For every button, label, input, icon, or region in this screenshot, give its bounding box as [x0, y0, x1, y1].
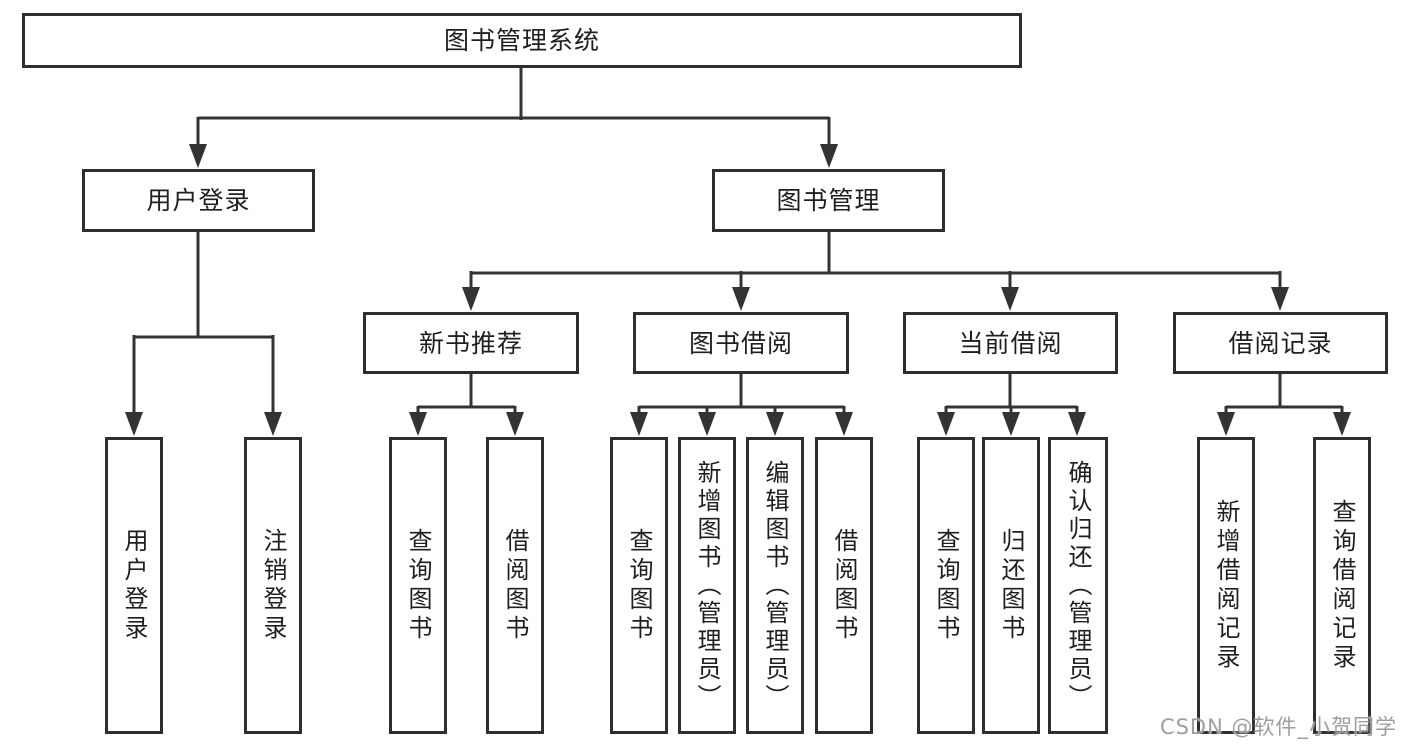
- node-label: 新书推荐: [418, 328, 523, 358]
- node-book-borrow: 图书借阅: [633, 312, 849, 374]
- node-label: 用户登录: [120, 527, 148, 644]
- node-label: 查询借阅记录: [1328, 498, 1356, 673]
- node-label: 图书管理系统: [443, 26, 600, 55]
- leaf-query-borrow-record: 查询借阅记录: [1313, 437, 1371, 734]
- node-label: 查询图书: [625, 527, 653, 644]
- arrowhead-icons: [125, 144, 1351, 436]
- leaf-add-borrow-record: 新增借阅记录: [1197, 437, 1255, 734]
- leaf-return-book: 归还图书: [982, 437, 1040, 734]
- node-borrow-records: 借阅记录: [1173, 312, 1388, 374]
- node-label: 归还图书: [997, 527, 1025, 644]
- node-label: 图书管理: [776, 186, 881, 215]
- tree-edges: [132, 68, 1344, 414]
- node-label: 用户登录: [146, 186, 251, 215]
- node-new-book-recommend: 新书推荐: [363, 312, 579, 374]
- leaf-confirm-return-admin: 确认归还（管理员）: [1048, 437, 1108, 734]
- leaf-logout: 注销登录: [244, 437, 302, 734]
- node-label: 确认归还（管理员）: [1064, 459, 1092, 712]
- node-label: 借阅图书: [501, 527, 529, 644]
- node-label: 新增图书（管理员）: [693, 459, 721, 712]
- node-user-login: 用户登录: [82, 169, 315, 232]
- node-label: 借阅图书: [830, 527, 858, 644]
- node-label: 注销登录: [259, 527, 287, 644]
- node-book-management: 图书管理: [712, 169, 945, 232]
- node-label: 查询图书: [404, 527, 432, 644]
- leaf-query-books-current: 查询图书: [917, 437, 975, 734]
- node-label: 编辑图书（管理员）: [761, 459, 789, 712]
- node-label: 新增借阅记录: [1212, 498, 1240, 673]
- leaf-user-login: 用户登录: [105, 437, 163, 734]
- leaf-add-book-admin: 新增图书（管理员）: [678, 437, 736, 734]
- node-label: 当前借阅: [958, 328, 1063, 358]
- leaf-borrow-books-recommend: 借阅图书: [486, 437, 544, 734]
- watermark: CSDN @软件_小贺同学: [1159, 715, 1397, 739]
- leaf-edit-book-admin: 编辑图书（管理员）: [746, 437, 804, 734]
- node-current-borrow: 当前借阅: [903, 312, 1118, 374]
- node-label: 查询图书: [932, 527, 960, 644]
- leaf-query-books-recommend: 查询图书: [389, 437, 447, 734]
- node-root: 图书管理系统: [22, 13, 1022, 68]
- leaf-query-books-borrow: 查询图书: [610, 437, 668, 734]
- node-label: 图书借阅: [688, 328, 793, 358]
- node-label: 借阅记录: [1228, 328, 1333, 358]
- leaf-borrow-books: 借阅图书: [815, 437, 873, 734]
